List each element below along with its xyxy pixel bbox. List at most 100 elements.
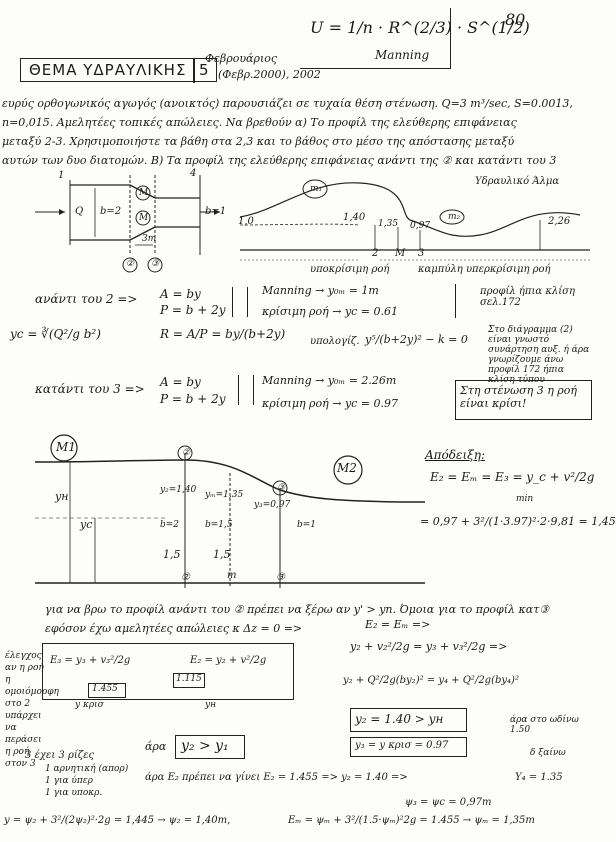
downstream-brace	[238, 375, 254, 405]
detail-bot2: ②	[181, 572, 190, 583]
manning-formula-box: U = 1/n · R^(2/3) · S^(1/2) Manning	[300, 8, 530, 69]
downstream-label: κατάντι του 3 =>	[35, 382, 145, 396]
upstream-brace	[232, 287, 248, 317]
problem-line-1: ευρύς ορθογωνικός αγωγός (ανοικτός) παρο…	[2, 97, 573, 110]
detail-b2: b=2	[160, 520, 180, 530]
left-note: έλεγχος αν η ροή η ομοιόμορφη στο 2 υπάρ…	[5, 651, 59, 769]
plan-label-q: Q	[75, 206, 84, 217]
profile-hydraulic-jump: Υδραυλικό Άλμα	[475, 176, 560, 187]
page-number: 80	[505, 10, 526, 29]
date-note-2: (Φεβρ.2000), 2002	[218, 68, 321, 81]
manning-formula: U = 1/n · R^(2/3) · S^(1/2)	[310, 18, 530, 37]
exam-number: 5	[199, 61, 210, 79]
upstream-manning: Manning → y₀ₘ = 1m	[262, 284, 379, 297]
profile-label-m: M	[395, 248, 406, 259]
energy-result: = 0,97 + 3²/(1·3.97)²·2·9,81 = 1,45	[420, 515, 616, 528]
yc-formula: yc = ∛(Q²/g b²)	[10, 327, 101, 341]
rhs-3: y₂ + Q²/2g(by₂)² = y₄ + Q²/2g(by₄)²	[343, 675, 519, 686]
box-e2: E₂ = y₂ + v²/2g	[190, 655, 267, 666]
profile-sketch	[239, 179, 590, 261]
critical-boxed: Στη στένωση 3 η ροή είναι κρίσι!	[455, 380, 592, 420]
downstream-eq-a: A = by	[160, 375, 201, 389]
detail-y135: yₘ=1,35	[205, 490, 244, 500]
iter-formula: y⁵/(b+2y)² − k = 0	[365, 333, 468, 346]
detail-label-m2: M2	[337, 461, 357, 475]
date-note-1: Φεβρουάριος	[205, 52, 278, 65]
upstream-side-note: Στο διάγραμμα (2) είναι γνωστό συνάρτηση…	[488, 325, 590, 385]
ara-line: άρα E₂ πρέπει να γίνει E₂ = 1.455 => y₂ …	[145, 772, 408, 783]
problem-line-2: n=0,015. Αμελητέες τοπικές απώλειες. Να …	[2, 116, 517, 129]
energy-compare-box	[42, 643, 294, 700]
plan-label-b1: b=1	[205, 206, 227, 217]
final-left: y = ψ₂ + 3²/(2ψ₂)²·2g = 1,445 → ψ₂ = 1,4…	[4, 815, 231, 826]
detail-bot3: ③	[276, 572, 285, 583]
upstream-eq-p: P = b + 2y	[160, 303, 226, 317]
profile-detail	[34, 434, 426, 588]
upstream-note: προφίλ ήπια κλίση σελ.172	[480, 286, 575, 308]
ara-1: άρα	[145, 740, 167, 753]
problem-line-4: αυτών των δυο διατομών. Β) Τα προφίλ της…	[2, 154, 557, 167]
bullet-1: για να βρω το προφίλ ανάντι του ② πρέπει…	[45, 603, 550, 616]
title-box: ΘΕΜΑ ΥΔΡΑΥΛΙΚΗΣ 5	[20, 58, 217, 82]
downstream-eq-p: P = b + 2y	[160, 392, 226, 406]
box-y3-text: y₃ = y κρισ = 0.97	[355, 740, 449, 751]
plan-label-3m: 3m	[142, 234, 157, 244]
upstream-label: ανάντι του 2 =>	[35, 292, 138, 306]
note-ara: άρα στο ωδίνω 1.50	[510, 715, 579, 735]
profile-supercritical: καμπύλη υπερκρίσιμη ροή	[418, 264, 551, 275]
yn-label: yн	[205, 700, 217, 710]
upstream-eq-a: A = by	[160, 287, 201, 301]
detail-y097: y₃=0,97	[254, 500, 291, 510]
iter-label: υπολογίζ.	[310, 336, 360, 347]
check-3: 1 για υποκρ.	[45, 788, 103, 798]
detail-b15: b=1,5	[205, 520, 233, 530]
downstream-manning: Manning → y₀ₘ = 2.26m	[262, 374, 397, 387]
upstream-bar	[455, 284, 466, 318]
check-2: 1 για ύπερ	[45, 776, 93, 786]
detail-label-m1: M1	[56, 440, 76, 454]
val-1455-box: 1.455	[88, 683, 126, 698]
downstream-critical: κρίσιμη ροή → yc = 0.97	[262, 397, 399, 410]
y2-gt-yn-box: y₂ > y₁	[175, 735, 245, 759]
psi3: ψ₃ = ψc = 0,97m	[405, 797, 492, 808]
plan-label-1: 1	[58, 170, 65, 181]
check-title: 3 έχει 3 ρίζες	[25, 750, 95, 761]
plan-label-c2: ②	[126, 259, 135, 269]
plan-label-c3: ③	[151, 259, 160, 269]
profile-val-097: 0,97	[410, 221, 431, 231]
rhs-1: E₂ = Eₘ =>	[365, 618, 431, 631]
energy-eq: E₂ = Eₘ = E₃ = y_c + v²/2g	[430, 470, 595, 484]
profile-label-3: 3	[418, 248, 425, 259]
profile-val-10: 1,0	[238, 216, 254, 227]
profile-subcritical: υποκρίσιμη ροή	[310, 264, 390, 275]
detail-dist1: 1,5	[163, 548, 181, 561]
final-mid: Eₘ = ψₘ + 3²/(1.5·ψₘ)²2g = 1.455 → ψₘ = …	[288, 815, 535, 826]
note-ara-2: δ ξαίνω	[530, 748, 566, 758]
exam-title: ΘΕΜΑ ΥΔΡΑΥΛΙΚΗΣ	[29, 61, 187, 79]
box-y3: y₃ = y κρισ = 0.97	[350, 737, 467, 757]
detail-dist2: 1,5	[213, 548, 231, 561]
val-1455: 1.455	[92, 684, 118, 694]
manning-label: Manning	[375, 48, 430, 62]
plan-label-4: 4	[190, 168, 197, 179]
val-1115: 1.115	[176, 674, 202, 684]
plan-sketch	[35, 175, 220, 273]
bullet-2: εφόσον έχω αμελητέες απώλειες κ Δz = 0 =…	[45, 622, 303, 635]
detail-yc: yc	[80, 518, 93, 531]
detail-m: m	[227, 570, 237, 581]
plan-label-m-lower: M	[139, 213, 149, 223]
box-y2-text: y₂ = 1.40 > yн	[355, 712, 444, 726]
box-y2: y₂ = 1.40 > yн	[350, 708, 467, 732]
profile-label-2: 2	[372, 248, 379, 259]
detail-b1: b=1	[297, 520, 317, 530]
r-formula: R = A/P = by/(b+2y)	[160, 327, 286, 341]
plan-label-b2: b=2	[100, 206, 122, 217]
profile-label-m1: m₁	[310, 184, 323, 194]
plan-label-m-upper: M	[139, 188, 149, 198]
profile-val-140: 1,40	[343, 212, 366, 223]
ymin-label: y κρισ	[75, 700, 104, 710]
profile-val-135: 1,35	[378, 219, 399, 229]
rhs-2: y₂ + v₂²/2g = y₃ + v₃²/2g =>	[350, 640, 508, 653]
detail-c3: ③	[277, 483, 286, 493]
box-e3: E₃ = y₃ + v₃²/2g	[50, 655, 131, 666]
